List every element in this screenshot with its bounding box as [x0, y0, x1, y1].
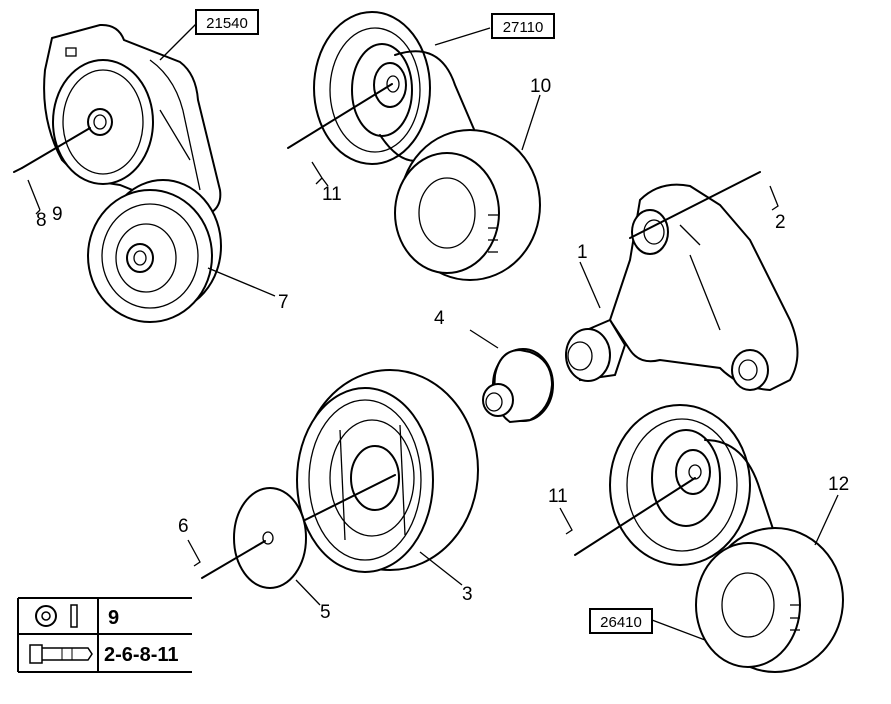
- callout-8: 8: [36, 210, 47, 231]
- callout-9: 9: [52, 204, 63, 225]
- ref-box-27110: 27110: [491, 13, 555, 39]
- legend-row-2-value: 2-6-8-11: [104, 644, 179, 666]
- tensioner-assembly-21540: [13, 21, 276, 323]
- callout-4: 4: [434, 308, 445, 329]
- callout-3: 3: [462, 584, 473, 605]
- bracket-part-1: [565, 171, 799, 392]
- idler-assembly-27110: [287, 11, 541, 281]
- legend-table: 9 2-6-8-11: [17, 597, 192, 673]
- ref-label-27110: 27110: [503, 19, 544, 36]
- callout-11-bottom: 11: [548, 486, 568, 507]
- ref-label-21540: 21540: [206, 15, 248, 32]
- idler-assembly-26410: [559, 404, 844, 673]
- legend-row-1-value: 9: [108, 607, 119, 629]
- washer-pin-icon: [35, 604, 78, 628]
- callout-5: 5: [320, 602, 331, 623]
- ref-box-21540: 21540: [195, 9, 259, 35]
- callout-1: 1: [577, 242, 588, 263]
- callout-10: 10: [530, 76, 551, 97]
- pulley-part-3: [296, 369, 479, 586]
- ref-box-26410: 26410: [589, 608, 653, 634]
- callout-2: 2: [775, 212, 786, 233]
- spacer-part-4: [469, 329, 554, 424]
- callout-7: 7: [278, 292, 289, 313]
- washer-part-5: [187, 487, 321, 606]
- callout-6: 6: [178, 516, 189, 537]
- bolt-icon: [29, 644, 93, 664]
- callout-11-top: 11: [322, 184, 342, 205]
- ref-label-26410: 26410: [600, 614, 642, 631]
- callout-12: 12: [828, 474, 849, 495]
